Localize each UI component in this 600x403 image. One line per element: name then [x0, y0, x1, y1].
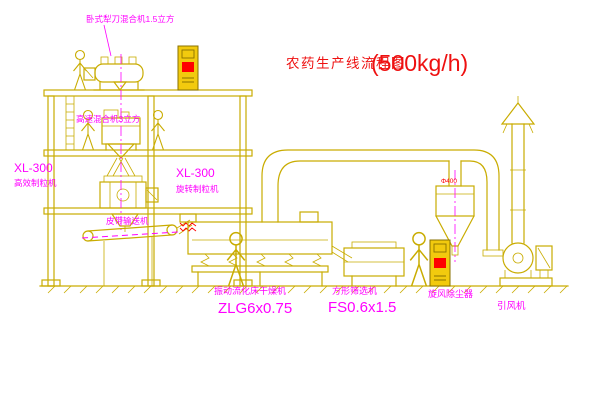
fluid-bed-dryer — [179, 211, 353, 287]
belt-conveyor — [81, 219, 193, 286]
page-title: 农药生产线流程图 — [286, 56, 406, 71]
label-dryer-name: 振动流化床干燥机 — [214, 285, 286, 296]
centerlines — [120, 54, 456, 262]
label-sieve-model: FS0.6x1.5 — [328, 299, 396, 316]
cabinet-screen — [182, 62, 194, 72]
ladder — [65, 96, 75, 150]
label-duct-diameter: Φ400 — [441, 178, 457, 185]
page-title-capacity: (500kg/h) — [371, 50, 468, 76]
discharge-hopper — [110, 213, 140, 232]
label-high-speed-mixer: 高速混合机3立方 — [76, 114, 140, 124]
label-granulator-left-model: XL-300 — [14, 161, 53, 175]
annotations: 卧式犁刀混合机1.5立方 高速混合机3立方 XL-300 高效制粒机 XL-30… — [14, 14, 526, 317]
control-cabinet-top — [177, 45, 199, 91]
exhaust-stack — [500, 96, 536, 244]
label-dryer-model: ZLG6x0.75 — [218, 300, 292, 317]
control-cabinet-right — [429, 239, 451, 287]
label-sieve-name: 方形筛选机 — [332, 285, 377, 296]
ground-line — [39, 285, 569, 294]
square-sieve — [343, 241, 405, 287]
induced-draft-fan — [482, 242, 553, 287]
granulator — [99, 181, 159, 209]
label-granulator-left-name: 高效制粒机 — [14, 178, 57, 188]
label-belt-conveyor: 皮带输送机 — [106, 216, 149, 226]
horizontal-mixer — [83, 56, 145, 91]
leader-line — [103, 24, 112, 57]
vibration-springs — [200, 253, 322, 267]
label-fan: 引风机 — [497, 300, 526, 312]
label-granulator-mid-model: XL-300 — [176, 166, 215, 180]
label-granulator-mid-name: 旋转制粒机 — [176, 184, 219, 194]
rain-cap — [500, 102, 536, 125]
label-horizontal-mixer: 卧式犁刀混合机1.5立方 — [86, 14, 174, 24]
label-cyclone: 旋风除尘器 — [428, 288, 473, 299]
main-duct — [261, 149, 500, 251]
building-structure — [41, 89, 253, 287]
cabinet-screen — [434, 258, 446, 268]
